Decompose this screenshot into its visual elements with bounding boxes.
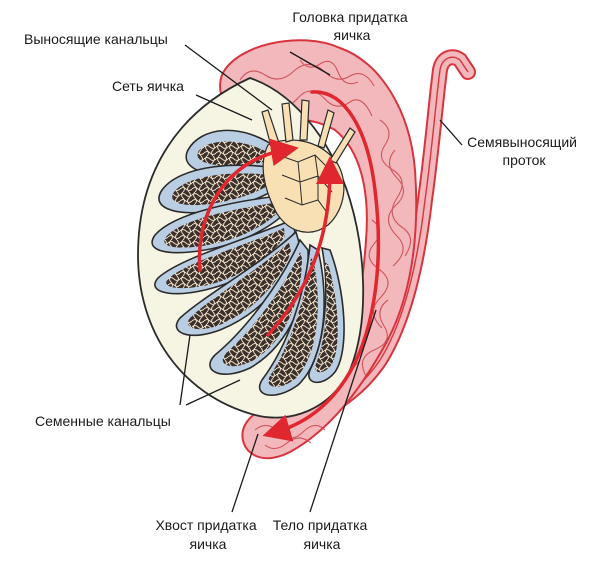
label-efferent-ductules: Выносящие канальцы bbox=[24, 31, 168, 47]
label-vas-deferens: Семявыносящий проток bbox=[467, 134, 581, 168]
flow-arrow bbox=[262, 90, 381, 442]
label-tail-of-epididymis: Хвост придатка яичка bbox=[155, 517, 260, 552]
leader-lines bbox=[179, 44, 463, 513]
label-head-of-epididymis: Головка придатка яичка bbox=[292, 9, 411, 43]
label-seminiferous-tubules: Семенные канальцы bbox=[35, 413, 171, 429]
flow-arrow bbox=[266, 156, 344, 337]
lobules bbox=[151, 129, 345, 396]
sperm-flow-arrows bbox=[197, 90, 381, 442]
flow-arrow bbox=[197, 138, 299, 272]
label-rete-testis: Сеть яичка bbox=[112, 78, 184, 94]
label-body-of-epididymis: Тело придатка яичка bbox=[273, 517, 371, 552]
